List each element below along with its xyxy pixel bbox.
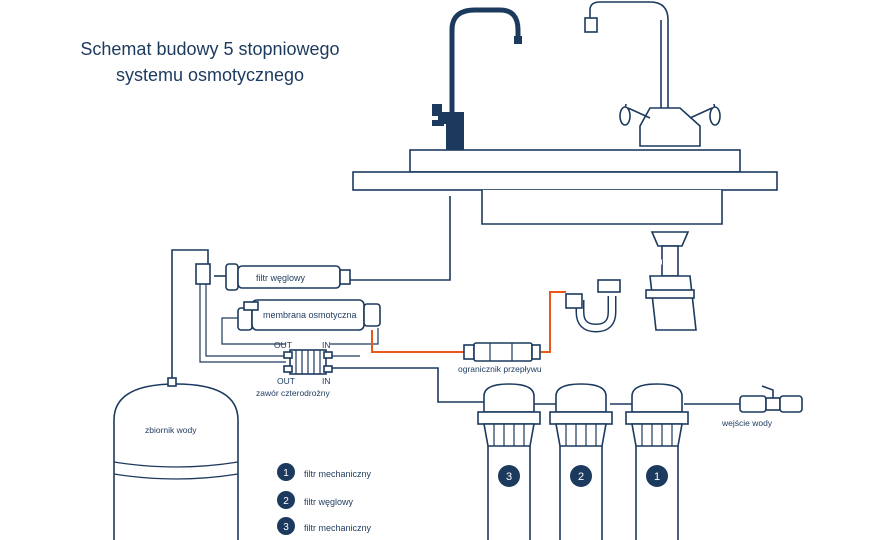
- filter-housings: 3 2 1: [477, 383, 689, 540]
- flow-restrictor-label: ogranicznik przepływu: [458, 364, 542, 374]
- legend-text-3: filtr mechaniczny: [304, 523, 372, 533]
- tank-label: zbiornik wody: [145, 425, 197, 435]
- title-line-2: systemu osmotycznego: [115, 65, 305, 85]
- carbon-filter: filtr węglowy: [195, 263, 351, 291]
- legend: 1 filtr mechaniczny 2 filtr węglowy 3 fi…: [277, 463, 372, 535]
- four-way-valve: OUT IN OUT IN zawór czterodrożny: [256, 340, 333, 398]
- valve-out-top: OUT: [274, 340, 292, 350]
- valve-in-top: IN: [322, 340, 331, 350]
- valve-out-bottom: OUT: [277, 376, 295, 386]
- water-inlet-label: wejście wody: [721, 418, 773, 428]
- flow-restrictor: ogranicznik przepływu: [458, 342, 542, 374]
- legend-item-2: 2 filtr węglowy: [277, 491, 354, 509]
- filter-housing-1: 1: [625, 383, 689, 540]
- housing-number-1: 1: [654, 471, 660, 483]
- waste-line: [371, 291, 566, 353]
- mixer-body: [639, 107, 701, 147]
- legend-number-3: 3: [283, 522, 289, 533]
- sink-rim: [409, 149, 741, 173]
- title-line-1: Schemat budowy 5 stopniowego: [80, 39, 340, 59]
- ro-faucet: [432, 7, 522, 150]
- housing-number-3: 3: [506, 471, 512, 483]
- siphon: [565, 231, 697, 333]
- housing-number-2: 2: [578, 471, 584, 483]
- legend-item-3: 3 filtr mechaniczny: [277, 517, 372, 535]
- ro-membrane: membrana osmotyczna: [237, 299, 381, 331]
- filter-housing-2: 2: [549, 383, 613, 540]
- sink: [352, 149, 778, 225]
- countertop: [352, 171, 778, 191]
- legend-number-1: 1: [283, 468, 289, 479]
- legend-number-2: 2: [283, 496, 289, 507]
- housing-badge-1: [646, 465, 668, 487]
- legend-text-1: filtr mechaniczny: [304, 469, 372, 479]
- tubing: [171, 196, 740, 405]
- legend-text-2: filtr węglowy: [304, 497, 354, 507]
- storage-tank: zbiornik wody: [113, 377, 239, 540]
- legend-item-1: 1 filtr mechaniczny: [277, 463, 372, 481]
- four-way-valve-label: zawór czterodrożny: [256, 388, 330, 398]
- diagram-title: Schemat budowy 5 stopniowego systemu osm…: [40, 36, 380, 88]
- membrane-label: membrana osmotyczna: [263, 310, 357, 320]
- sink-basin: [481, 190, 723, 225]
- housing-badge-2: [570, 465, 592, 487]
- filter-housing-3: 3: [477, 383, 541, 540]
- mixer-faucet: [584, 1, 721, 147]
- housing-badge-3: [498, 465, 520, 487]
- carbon-filter-label: filtr węglowy: [256, 273, 306, 283]
- valve-in-bottom: IN: [322, 376, 331, 386]
- inlet-valve: wejście wody: [721, 385, 803, 428]
